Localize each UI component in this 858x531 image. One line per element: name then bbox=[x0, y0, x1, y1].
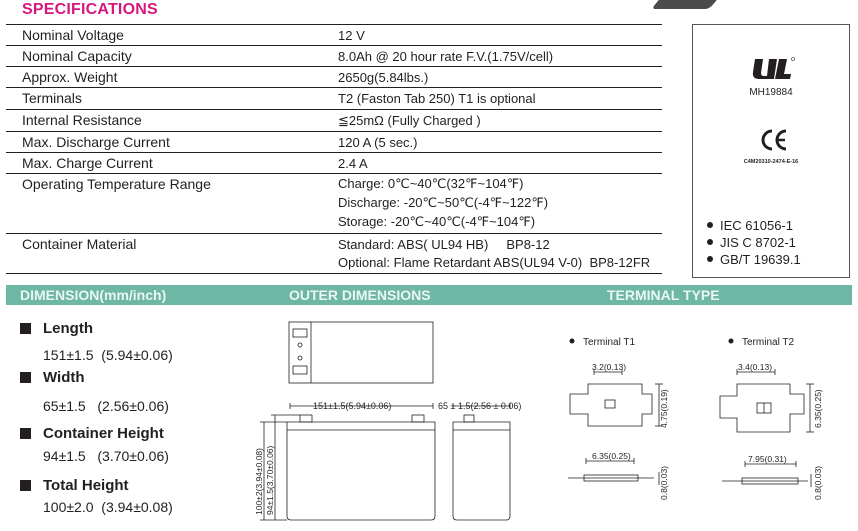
spec-value-line: Charge: 0℃~40℃(32℉~104℉) bbox=[338, 176, 524, 191]
spec-value-line: Discharge: -20℃~50℃(-4℉~122℉) bbox=[338, 195, 549, 210]
spec-label: Terminals bbox=[22, 90, 82, 106]
battery-side-view-drawing bbox=[452, 403, 511, 521]
dimension-item-total-height: Total Height bbox=[20, 477, 129, 494]
spec-value: 2.4 A bbox=[338, 156, 368, 171]
spec-row: Operating Temperature Range Charge: 0℃~4… bbox=[6, 174, 662, 234]
terminal-type-title: TERMINAL TYPE bbox=[607, 287, 720, 303]
spec-row: Nominal Capacity 8.0Ah @ 20 hour rate F.… bbox=[6, 46, 662, 67]
width-dimension-label: 65 ± 1.5(2.56 ± 0.06) bbox=[438, 401, 521, 411]
specifications-table: Nominal Voltage 12 V Nominal Capacity 8.… bbox=[6, 24, 662, 274]
spec-row: Internal Resistance ≦25mΩ (Fully Charged… bbox=[6, 110, 662, 132]
container-height-dimension-label: 94±1.5(3.70±0.06) bbox=[265, 445, 275, 515]
spec-value: T2 (Faston Tab 250) T1 is optional bbox=[338, 91, 536, 106]
ul-recognized-icon bbox=[752, 57, 795, 79]
spec-value: ≦25mΩ (Fully Charged ) bbox=[338, 113, 481, 128]
dimension-value: 151±1.5 (5.94±0.06) bbox=[43, 347, 173, 363]
specifications-title: SPECIFICATIONS bbox=[22, 1, 158, 18]
terminal-t2-drawing bbox=[719, 369, 814, 487]
terminal-t2-label: Terminal T2 bbox=[742, 337, 794, 348]
dimension-value: 100±2.0 (3.94±0.08) bbox=[43, 499, 173, 515]
t1-thickness-label: 0.8(0.03) bbox=[659, 466, 669, 500]
list-item: JIS C 8702-1 bbox=[707, 234, 801, 251]
spec-row: Terminals T2 (Faston Tab 250) T1 is opti… bbox=[6, 88, 662, 110]
spec-row: Nominal Voltage 12 V bbox=[6, 25, 662, 46]
ce-certificate-number: C4M20310-2474-E-16 bbox=[743, 159, 799, 165]
dimension-title: DIMENSION(mm/inch) bbox=[20, 287, 167, 303]
dimension-label: Container Height bbox=[43, 425, 164, 442]
standard-label: JIS C 8702-1 bbox=[720, 235, 796, 250]
total-height-dimension-label: 100±2(3.94±0.08) bbox=[254, 448, 264, 515]
spec-label: Approx. Weight bbox=[22, 69, 118, 85]
t1-tab-width-label: 6.35(0.25) bbox=[592, 451, 631, 461]
terminal-t1-label: Terminal T1 bbox=[583, 337, 635, 348]
list-item: IEC 61056-1 bbox=[707, 217, 801, 234]
dimension-header-bar: DIMENSION(mm/inch) OUTER DIMENSIONS TERM… bbox=[6, 285, 852, 305]
dimension-item-length: Length bbox=[20, 320, 93, 337]
dimension-label: Width bbox=[43, 369, 85, 386]
spec-value: 12 V bbox=[338, 28, 365, 43]
t1-width-label: 3.2(0.13) bbox=[592, 362, 626, 372]
t1-height-label: 4.75(0.19) bbox=[659, 389, 669, 428]
t2-thickness-label: 0.8(0.03) bbox=[813, 466, 823, 500]
dimension-label: Length bbox=[43, 320, 93, 337]
certification-box: MH19884 C4M20310-2474-E-16 IEC 61056-1 J… bbox=[692, 24, 850, 278]
spec-value-line: Storage: -20℃~40℃(-4℉~104℉) bbox=[338, 214, 536, 229]
bullet-icon bbox=[569, 338, 575, 344]
t2-tab-width-label: 7.95(0.31) bbox=[748, 454, 787, 464]
standard-label: GB/T 19639.1 bbox=[720, 252, 801, 267]
dimension-value: 65±1.5 (2.56±0.06) bbox=[43, 398, 169, 414]
spec-row: Approx. Weight 2650g(5.84lbs.) bbox=[6, 67, 662, 88]
spec-label: Container Material bbox=[22, 236, 137, 252]
spec-value: 8.0Ah @ 20 hour rate F.V.(1.75V/cell) bbox=[338, 49, 554, 64]
standard-label: IEC 61056-1 bbox=[720, 218, 793, 233]
square-bullet-icon bbox=[20, 372, 31, 383]
t2-height-label: 6.35(0.25) bbox=[813, 389, 823, 428]
battery-top-view-drawing bbox=[288, 321, 434, 384]
square-bullet-icon bbox=[20, 428, 31, 439]
bullet-icon bbox=[707, 239, 713, 245]
spec-row: Container Material Standard: ABS( UL94 H… bbox=[6, 234, 662, 274]
spec-row: Max. Charge Current 2.4 A bbox=[6, 153, 662, 174]
length-dimension-label: 151±1.5(5.94±0.06) bbox=[313, 401, 391, 411]
spec-label: Max. Charge Current bbox=[22, 155, 153, 171]
spec-value-line: Optional: Flame Retardant ABS(UL94 V-0) … bbox=[338, 255, 651, 270]
spec-label: Operating Temperature Range bbox=[22, 176, 211, 192]
dimension-label: Total Height bbox=[43, 477, 129, 494]
bullet-icon bbox=[707, 222, 713, 228]
dimension-value: 94±1.5 (3.70±0.06) bbox=[43, 448, 169, 464]
square-bullet-icon bbox=[20, 323, 31, 334]
spec-value-line: Standard: ABS( UL94 HB) BP8-12 bbox=[338, 237, 550, 252]
list-item: GB/T 19639.1 bbox=[707, 251, 801, 268]
dimension-item-width: Width bbox=[20, 369, 85, 386]
bullet-icon bbox=[728, 338, 734, 344]
spec-value: 120 A (5 sec.) bbox=[338, 135, 418, 150]
terminal-t1-drawing bbox=[568, 369, 663, 485]
outer-dimensions-title: OUTER DIMENSIONS bbox=[289, 287, 431, 303]
spec-label: Internal Resistance bbox=[22, 112, 142, 128]
standards-list: IEC 61056-1 JIS C 8702-1 GB/T 19639.1 bbox=[707, 217, 801, 268]
bullet-icon bbox=[707, 256, 713, 262]
spec-label: Max. Discharge Current bbox=[22, 134, 170, 150]
spec-label: Nominal Capacity bbox=[22, 48, 132, 64]
dimension-item-container-height: Container Height bbox=[20, 425, 164, 442]
battery-front-view-drawing bbox=[260, 403, 436, 521]
t2-width-label: 3.4(0.13) bbox=[738, 362, 772, 372]
ul-file-number: MH19884 bbox=[749, 87, 793, 98]
spec-value: 2650g(5.84lbs.) bbox=[338, 70, 429, 85]
spec-label: Nominal Voltage bbox=[22, 27, 124, 43]
spec-row: Max. Discharge Current 120 A (5 sec.) bbox=[6, 132, 662, 153]
ce-mark-icon bbox=[761, 129, 787, 151]
square-bullet-icon bbox=[20, 480, 31, 491]
